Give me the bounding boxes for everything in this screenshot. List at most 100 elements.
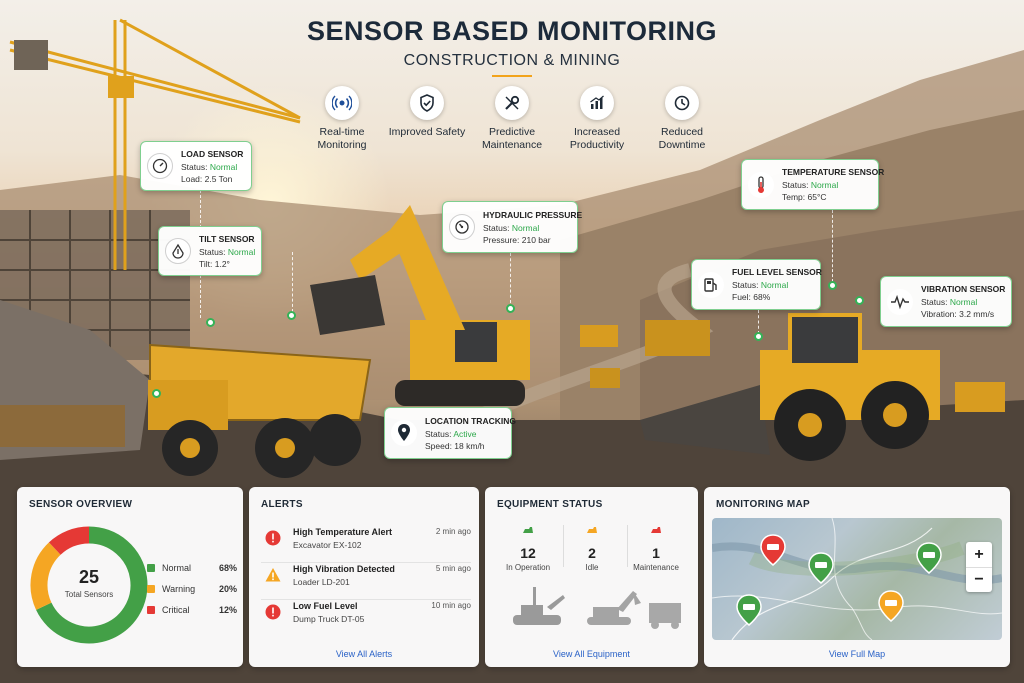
tilt-drop-icon (165, 238, 191, 264)
sensor-name: VIBRATION SENSOR (921, 284, 1006, 294)
page-title: SENSOR BASED MONITORING (306, 16, 718, 46)
thermometer-icon (748, 171, 774, 198)
pressure-gauge-icon (449, 214, 475, 240)
alert-time: 10 min ago (431, 601, 471, 610)
divider (563, 525, 564, 567)
status-value: Active (453, 428, 477, 439)
alert-item[interactable]: High Vibration Detected Loader LD-201 5 … (261, 564, 471, 600)
status-label: Status: (782, 180, 809, 190)
alert-item[interactable]: Low Fuel Level Dump Truck DT-05 10 min a… (261, 601, 471, 637)
equipment-silhouettes (513, 587, 681, 629)
equipment-label: Maintenance (633, 563, 679, 572)
sensor-card-fuel[interactable]: FUEL LEVEL SENSOR Status: Normal Fuel: 6… (691, 259, 822, 310)
waveform-icon (887, 288, 913, 315)
map-pin-critical[interactable] (760, 534, 786, 566)
equipment-maintenance-icon (651, 527, 661, 533)
view-full-map-link[interactable]: View Full Map (828, 649, 886, 659)
view-all-equipment-link[interactable]: View All Equipment (553, 649, 630, 659)
equipment-count: 2 (588, 545, 596, 561)
legend-label: Normal (162, 562, 192, 573)
sensor-card-load[interactable]: LOAD SENSOR Status: Normal Load: 2.5 Ton (140, 141, 252, 191)
zoom-in-button[interactable]: + (974, 545, 984, 563)
sensor-point-fuel[interactable] (754, 332, 763, 341)
monitoring-map[interactable]: + − (712, 518, 1002, 640)
sensor-point-temperature[interactable] (828, 281, 837, 290)
map-pin-operation[interactable] (736, 594, 762, 626)
page-subtitle: CONSTRUCTION & MINING (403, 52, 621, 69)
feature-predictive-maintenance: Predictive Maintenance (470, 86, 554, 152)
feature-list: Real-time Monitoring Improved Safety Pre… (300, 86, 724, 152)
sensor-name: FUEL LEVEL SENSOR (732, 267, 822, 277)
panel-title: MONITORING MAP (716, 499, 811, 510)
title-underline (492, 75, 532, 77)
status-value: Normal (511, 222, 540, 233)
equipment-label: In Operation (505, 563, 551, 572)
status-value: Normal (209, 161, 238, 172)
status-value: Normal (949, 297, 978, 307)
sensor-card-tilt[interactable]: TILT SENSOR Status: Normal Tilt: 1.2° (158, 226, 262, 276)
feature-label: Predictive Maintenance (481, 126, 543, 151)
sensor-reading: Vibration: 3.2 mm/s (921, 309, 995, 319)
sensor-point-tilt[interactable] (287, 311, 296, 320)
donut-slice-warning (30, 542, 61, 610)
feature-realtime-monitoring: Real-time Monitoring (300, 86, 384, 152)
sensor-reading: Fuel: 68% (732, 292, 771, 302)
alert-item[interactable]: High Temperature Alert Excavator EX-102 … (261, 527, 471, 563)
status-value: Normal (227, 246, 256, 257)
legend-swatch (147, 584, 155, 593)
wrench-icon (495, 86, 529, 120)
status-value: Normal (810, 180, 839, 190)
legend-item-warning: Warning 20% (147, 578, 237, 599)
status-label: Status: (483, 222, 510, 233)
status-label: Status: (732, 280, 759, 290)
legend-value: 12% (218, 604, 237, 615)
connector-line (832, 210, 833, 282)
monitoring-map-panel: MONITORING MAP + − View Full Map (704, 487, 1010, 667)
feature-increased-productivity: Increased Productivity (555, 86, 639, 152)
feature-label: Improved Safety (388, 126, 466, 138)
bar-chart-icon (580, 86, 614, 120)
status-label: Status: (425, 428, 452, 439)
equipment-label: Idle (585, 563, 599, 572)
excavator-icon (587, 591, 641, 625)
sensor-card-hydraulic[interactable]: HYDRAULIC PRESSURE Status: Normal Pressu… (442, 201, 582, 253)
map-pin-operation[interactable] (808, 552, 834, 584)
clock-icon (665, 86, 699, 120)
donut-slice-critical (48, 526, 90, 556)
sensor-point-load[interactable] (206, 318, 215, 327)
panel-title: ALERTS (261, 499, 303, 510)
map-pin-idle[interactable] (878, 590, 904, 622)
status-label: Status: (181, 161, 208, 172)
sensor-point-truck[interactable] (152, 389, 161, 398)
sensor-reading: Temp: 65°C (782, 192, 827, 202)
alert-source: Excavator EX-102 (293, 540, 362, 550)
sensor-reading: Load: 2.5 Ton (181, 173, 233, 184)
panel-title: EQUIPMENT STATUS (497, 499, 603, 510)
legend-swatch (147, 563, 155, 572)
map-pin-operation[interactable] (916, 542, 942, 574)
equipment-count: 12 (520, 545, 536, 561)
feature-label: Real-time Monitoring (317, 126, 367, 151)
alert-time: 5 min ago (435, 564, 471, 573)
zoom-out-button[interactable]: − (966, 567, 992, 592)
alert-critical-icon (265, 530, 281, 546)
status-value: Normal (760, 280, 789, 290)
legend-swatch (147, 605, 155, 614)
feature-improved-safety: Improved Safety (385, 86, 469, 152)
view-all-alerts-link[interactable]: View All Alerts (335, 649, 393, 659)
alert-title: High Temperature Alert (293, 527, 393, 537)
connector-line (758, 310, 759, 334)
sensor-point-vibration[interactable] (855, 296, 864, 305)
equipment-idle-icon (587, 527, 597, 533)
connector-line (292, 252, 293, 312)
sensor-card-vibration[interactable]: VIBRATION SENSOR Status: Normal Vibratio… (880, 276, 1012, 327)
feature-reduced-downtime: Reduced Downtime (640, 86, 724, 152)
sensor-name: LOCATION TRACKING (425, 415, 516, 426)
sensor-card-location[interactable]: LOCATION TRACKING Status: Active Speed: … (384, 407, 516, 459)
sensor-point-hydraulic[interactable] (506, 304, 515, 313)
total-sensors-value: 25 (78, 567, 100, 587)
alert-warning-icon (265, 568, 281, 582)
sensor-overview-panel: SENSOR OVERVIEW 25 Total Sensors Normal … (17, 487, 243, 667)
equipment-stat-idle: 2 Idle (557, 523, 627, 572)
sensor-card-temperature[interactable]: TEMPERATURE SENSOR Status: Normal Temp: … (741, 159, 884, 210)
